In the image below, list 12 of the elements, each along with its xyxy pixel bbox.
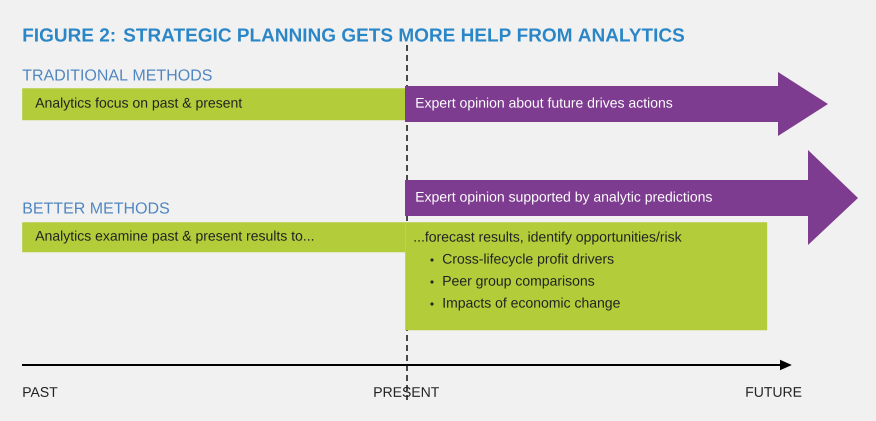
axis-label: PAST (23, 387, 58, 397)
panel-heading: ...forecast results, identify opportunities/risk (414, 231, 682, 245)
text-bar: Analytics examine past & present results to... (22, 222, 406, 252)
bullet-item: Cross-lifecycle profit drivers (442, 253, 614, 267)
axis-label: PRESENT (374, 387, 439, 397)
text-bar: Analytics focus on past & present (22, 88, 406, 120)
figure-title: FIGURE 2: STRATEGIC PLANNING GETS MORE HELP FROM ANALYTICS (23, 28, 684, 42)
arrow-shape-box: Expert opinion about future drives actions (405, 72, 828, 136)
bullet-item: Peer group comparisons (443, 275, 594, 289)
bullet-item: Impacts of economic change (444, 297, 620, 311)
node-label: Analytics examine past & present results to... (35, 230, 314, 244)
axis-label: FUTURE (746, 387, 802, 397)
